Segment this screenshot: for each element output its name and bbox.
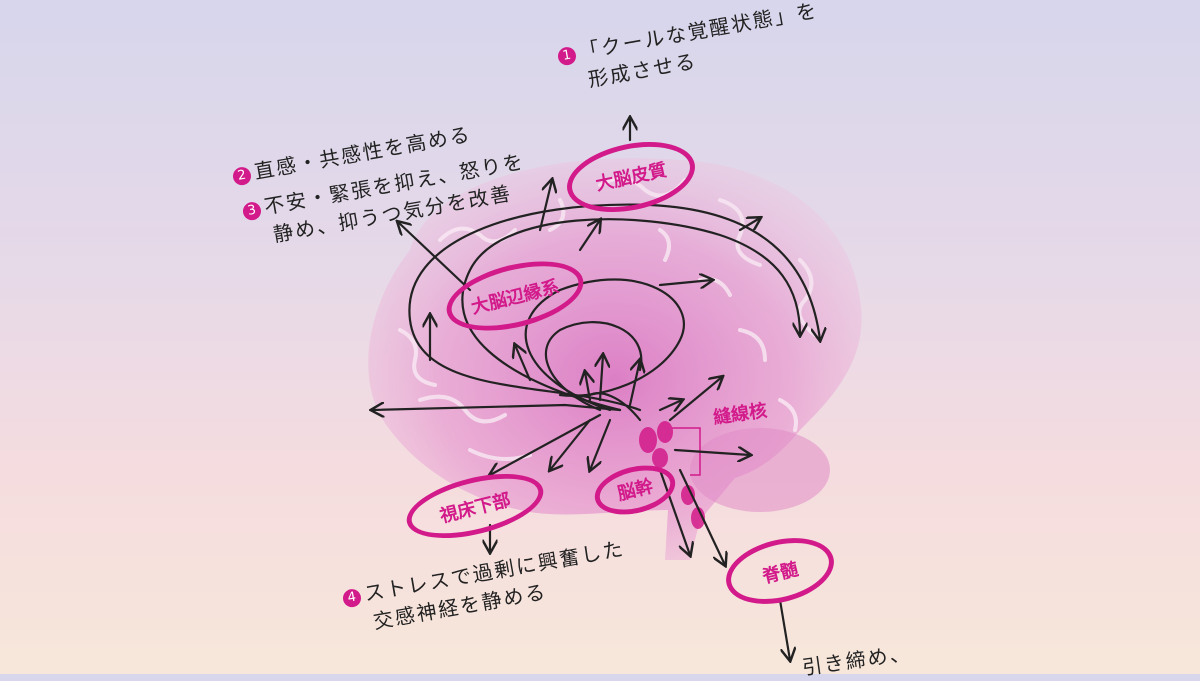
note-4-number: 4 [341,587,363,609]
note-2-number: 2 [231,165,253,187]
note-3-number: 3 [241,200,263,222]
note-1-number: 1 [556,45,578,67]
brainstem-nuclei [639,421,705,529]
brain-gyri [398,176,817,461]
projection-arrows [372,118,820,660]
cerebellum-shape [690,428,830,512]
